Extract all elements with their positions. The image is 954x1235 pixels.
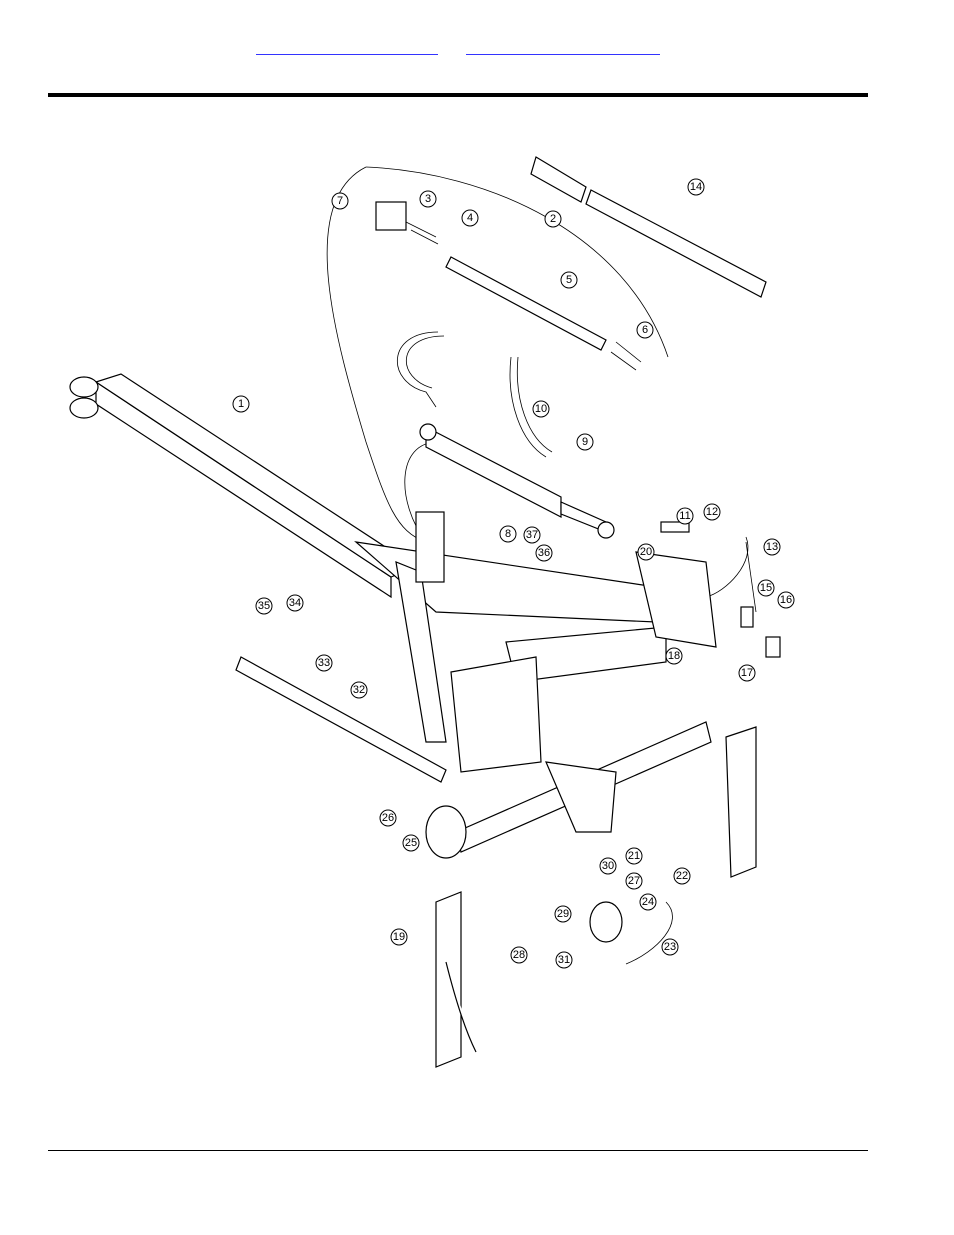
callout-29: 29	[554, 905, 572, 923]
callout-3: 3	[419, 190, 437, 208]
callout-23: 23	[661, 938, 679, 956]
svg-text:19: 19	[393, 931, 405, 943]
callout-2: 2	[544, 210, 562, 228]
callout-15: 15	[757, 579, 775, 597]
svg-text:33: 33	[318, 657, 330, 669]
callout-6: 6	[636, 321, 654, 339]
svg-text:13: 13	[766, 541, 778, 553]
svg-text:23: 23	[664, 941, 676, 953]
hydraulic-cylinder	[419, 423, 615, 539]
svg-text:32: 32	[353, 684, 365, 696]
group-arc-cylinder	[365, 166, 669, 358]
callout-32: 32	[350, 681, 368, 699]
svg-text:9: 9	[582, 436, 588, 448]
callout-27: 27	[625, 872, 643, 890]
callout-30: 30	[599, 857, 617, 875]
callout-24: 24	[639, 893, 657, 911]
callout-33: 33	[315, 654, 333, 672]
callout-12: 12	[703, 503, 721, 521]
svg-text:2: 2	[550, 213, 556, 225]
svg-text:1: 1	[238, 398, 244, 410]
main-frame	[354, 511, 717, 773]
callout-13: 13	[763, 538, 781, 556]
callout-37: 37	[523, 526, 541, 544]
callout-21: 21	[625, 847, 643, 865]
svg-text:7: 7	[337, 195, 343, 207]
callout-35: 35	[255, 597, 273, 615]
hitch-bar	[235, 656, 447, 783]
group-arc-bearing	[625, 901, 673, 965]
telescoping-tube	[530, 156, 767, 298]
callout-36: 36	[535, 544, 553, 562]
header-rule	[48, 93, 868, 97]
callout-17: 17	[738, 664, 756, 682]
callout-18: 18	[665, 647, 683, 665]
callout-25: 25	[402, 834, 420, 852]
callout-28: 28	[510, 946, 528, 964]
axle-assembly	[425, 721, 757, 1068]
svg-text:35: 35	[258, 600, 270, 612]
callout-22: 22	[673, 867, 691, 885]
svg-text:24: 24	[642, 896, 654, 908]
callout-7: 7	[331, 192, 349, 210]
callout-31: 31	[555, 951, 573, 969]
callout-14: 14	[687, 178, 705, 196]
svg-text:29: 29	[557, 908, 569, 920]
callout-9: 9	[576, 433, 594, 451]
svg-text:34: 34	[289, 597, 301, 609]
svg-text:25: 25	[405, 837, 417, 849]
svg-text:8: 8	[505, 528, 511, 540]
callout-16: 16	[777, 591, 795, 609]
header-link-right[interactable]	[466, 40, 660, 55]
svg-text:4: 4	[467, 212, 473, 224]
depth-stop-rod	[375, 201, 642, 371]
svg-text:3: 3	[425, 193, 431, 205]
svg-text:12: 12	[706, 506, 718, 518]
callout-8: 8	[499, 525, 517, 543]
svg-text:15: 15	[760, 582, 772, 594]
svg-text:22: 22	[676, 870, 688, 882]
svg-text:31: 31	[558, 954, 570, 966]
callout-26: 26	[379, 809, 397, 827]
svg-text:20: 20	[640, 546, 652, 558]
svg-text:26: 26	[382, 812, 394, 824]
callout-19: 19	[390, 928, 408, 946]
svg-text:11: 11	[679, 510, 690, 522]
callout-20: 20	[637, 543, 655, 561]
callout-11: 11	[676, 507, 694, 525]
svg-text:37: 37	[526, 529, 538, 541]
latch-parts	[660, 521, 781, 658]
svg-text:17: 17	[741, 667, 753, 679]
svg-text:5: 5	[566, 274, 572, 286]
svg-text:16: 16	[780, 594, 792, 606]
svg-text:10: 10	[535, 403, 547, 415]
callout-4: 4	[461, 209, 479, 227]
group-arc-left	[326, 166, 427, 543]
svg-text:21: 21	[628, 850, 640, 862]
callout-34: 34	[286, 594, 304, 612]
group-arc-latch	[705, 536, 749, 598]
callout-10: 10	[532, 400, 550, 418]
svg-text:28: 28	[513, 949, 525, 961]
svg-text:36: 36	[538, 547, 550, 559]
svg-text:14: 14	[690, 181, 702, 193]
svg-text:27: 27	[628, 875, 640, 887]
footer-rule	[48, 1150, 868, 1151]
svg-text:6: 6	[642, 324, 648, 336]
exploded-parts-diagram: 1 2 3 4 5 6 7 8 9 10 11 12 13 14 15 16 1…	[69, 156, 795, 1068]
svg-text:30: 30	[602, 860, 614, 872]
hydraulic-hose	[397, 331, 439, 408]
header-link-left[interactable]	[256, 40, 438, 55]
callout-1: 1	[232, 395, 250, 413]
hydraulic-hose-10	[509, 356, 547, 458]
svg-text:18: 18	[668, 650, 680, 662]
callout-5: 5	[560, 271, 578, 289]
